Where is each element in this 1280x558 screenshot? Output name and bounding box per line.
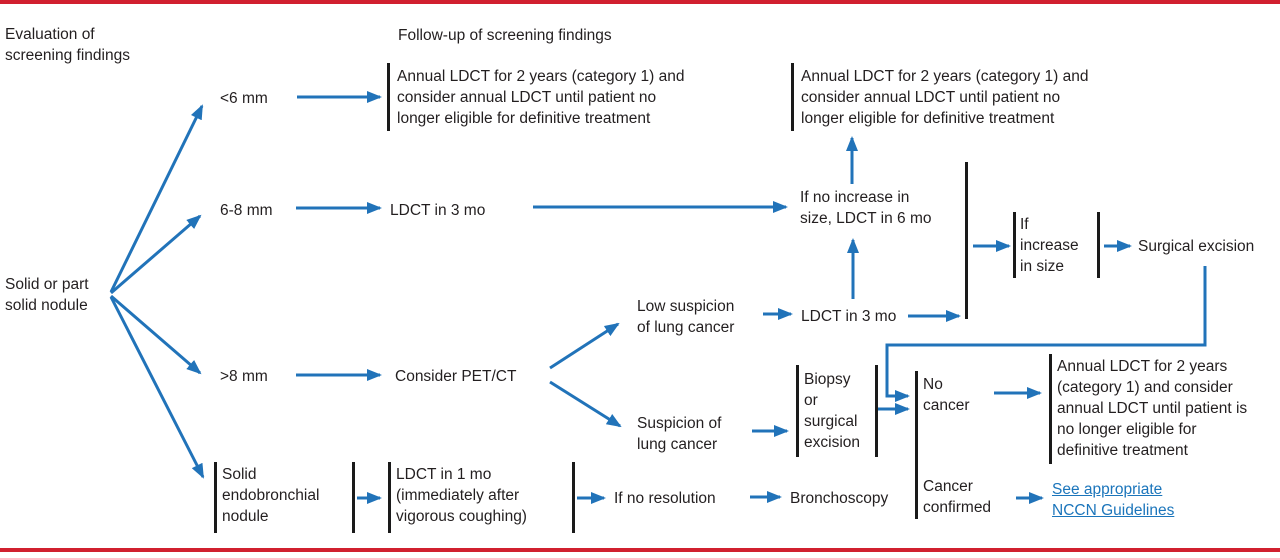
node-ldct-3mo-a: LDCT in 3 mo — [390, 202, 486, 219]
bracket-annual-top-left — [387, 63, 390, 131]
node-annual-top-right: Annual LDCT for 2 years (category 1) and… — [801, 68, 1089, 127]
node-ldct-3mo-b: LDCT in 3 mo — [801, 308, 897, 325]
arrow-petct-to-lowsuspicion — [549, 322, 620, 370]
node-solid-endobronchial: Solid endobronchial nodule — [222, 466, 320, 525]
bracket-annual-right — [1049, 354, 1052, 464]
node-cancer-confirmed: Cancer confirmed — [923, 478, 992, 516]
bracket-outcome-bar — [915, 371, 918, 519]
node-suspicion: Suspicion of lung cancer — [637, 415, 722, 453]
node-6-8mm: 6-8 mm — [220, 202, 273, 219]
node-if-increase: If increase in size — [1020, 216, 1079, 275]
arrow-root-to-gt8mm — [110, 294, 202, 375]
arrow-root-to-6-8mm — [110, 214, 202, 295]
node-if-no-increase: If no increase in size, LDCT in 6 mo — [800, 189, 932, 227]
node-biopsy-or-excision: Biopsy or surgical excision — [804, 371, 860, 451]
node-lt6mm: <6 mm — [220, 90, 268, 107]
top-red-rule — [0, 0, 1280, 4]
link-see-nccn-guidelines[interactable]: See appropriate NCCN Guidelines — [1052, 481, 1175, 519]
bracket-endobronchial-left — [214, 462, 217, 533]
bracket-decision-bar — [965, 162, 968, 319]
node-no-cancer: No cancer — [923, 376, 970, 414]
node-annual-right: Annual LDCT for 2 years (category 1) and… — [1057, 358, 1248, 459]
bracket-ifincrease-right — [1097, 212, 1100, 278]
node-if-no-resolution: If no resolution — [614, 490, 716, 507]
bracket-biopsy-left — [796, 365, 799, 457]
bracket-endobronchial-right — [352, 462, 355, 533]
bracket-annual-top-right — [791, 63, 794, 131]
node-gt8mm: >8 mm — [220, 368, 268, 385]
node-root: Solid or part solid nodule — [5, 276, 89, 314]
node-bronchoscopy: Bronchoscopy — [790, 490, 889, 507]
node-consider-petct: Consider PET/CT — [395, 368, 517, 385]
header-followup: Follow-up of screening findings — [398, 27, 612, 44]
arrow-root-to-endobronchial — [109, 296, 205, 479]
header-evaluation: Evaluation of screening findings — [5, 26, 130, 64]
arrow-root-to-lt6mm — [109, 104, 204, 293]
node-annual-top-left: Annual LDCT for 2 years (category 1) and… — [397, 68, 685, 127]
bottom-red-rule — [0, 548, 1280, 552]
bracket-biopsy-right — [875, 365, 878, 457]
bracket-ldct1mo-right — [572, 462, 575, 533]
bracket-ldct1mo-left — [388, 462, 391, 533]
node-surgical-excision: Surgical excision — [1138, 238, 1255, 255]
node-ldct-1mo: LDCT in 1 mo (immediately after vigorous… — [396, 466, 527, 525]
node-low-suspicion: Low suspicion of lung cancer — [637, 298, 735, 336]
bracket-ifincrease-left — [1013, 212, 1016, 278]
arrow-petct-to-suspicion — [549, 380, 622, 428]
